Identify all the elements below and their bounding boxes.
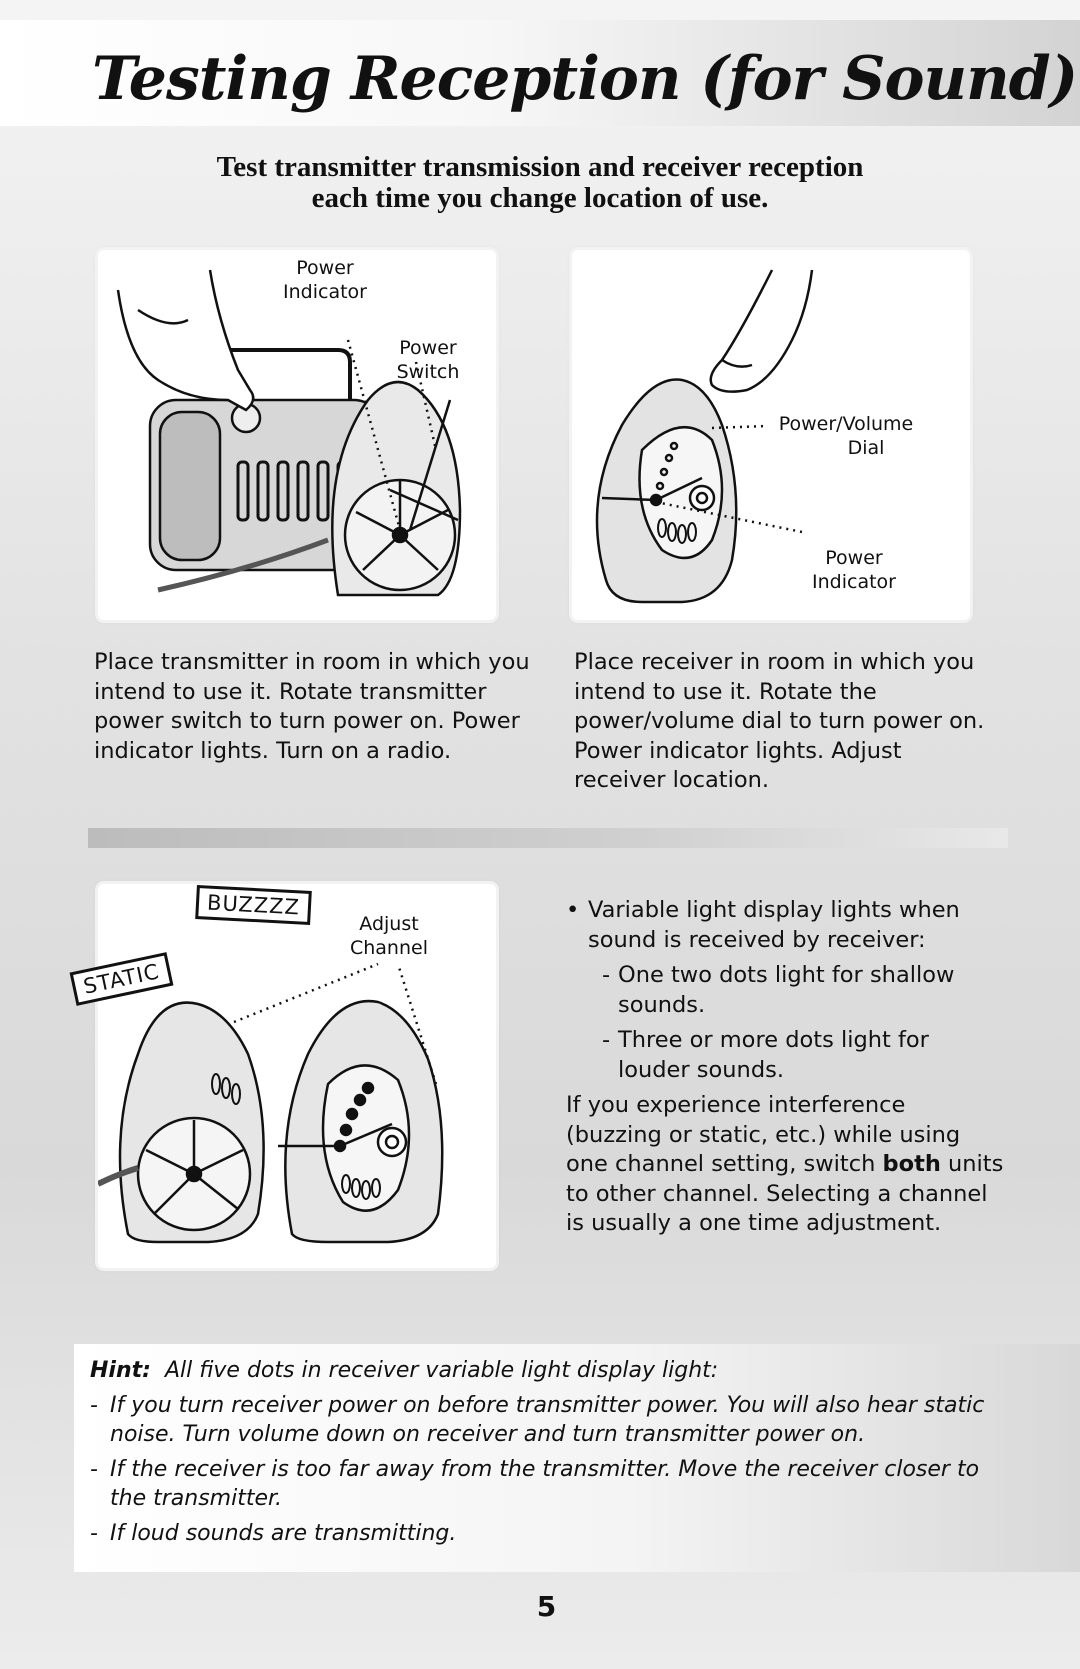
hint-item-text: If the receiver is too far away from the… (110, 1457, 980, 1511)
sub-item-text: One two dots light for shallow sounds. (618, 962, 955, 1018)
bullet-mark: • (566, 897, 580, 923)
hint-box (74, 1344, 1080, 1572)
callout-line: Indicator (283, 281, 367, 303)
page-title: Testing Reception (for Sound) (92, 44, 1078, 114)
buzz-tag: BUZZZZ (195, 885, 312, 925)
callout-line: Indicator (812, 571, 896, 593)
power-switch-callout: Power Switch (378, 336, 478, 384)
power-indicator-callout-2: Power Indicator (794, 546, 914, 594)
receiver-drawing (595, 269, 814, 604)
dash-mark: - (90, 1393, 98, 1418)
callout-line: Dial (847, 437, 885, 459)
callout-line: Channel (349, 937, 428, 959)
dash-mark: - (602, 962, 611, 988)
hint-intro: All five dots in receiver variable light… (164, 1358, 719, 1383)
emphasis-both: both (882, 1151, 941, 1177)
power-indicator-callout: Power Indicator (270, 256, 380, 304)
power-volume-dial-callout: Power/Volume Dial (766, 412, 926, 460)
subtitle-line-2: each time you change location of use. (311, 182, 769, 214)
section-divider (88, 828, 1008, 848)
hint-item: - If the receiver is too far away from t… (90, 1455, 1020, 1513)
callout-line: Power (296, 257, 354, 279)
dash-mark: - (90, 1457, 98, 1482)
dash-mark: - (90, 1521, 98, 1546)
hint-label: Hint: (90, 1358, 151, 1383)
page-subtitle: Test transmitter transmission and receiv… (0, 152, 1080, 214)
callout-line: Adjust (359, 913, 419, 935)
hint-item: - If you turn receiver power on before t… (90, 1391, 1020, 1449)
hint-item: - If loud sounds are transmitting. (90, 1519, 1020, 1548)
receiver-caption: Place receiver in room in which you inte… (574, 649, 985, 793)
hint-item-text: If you turn receiver power on before tra… (110, 1393, 985, 1447)
adjust-channel-callout: Adjust Channel (334, 912, 444, 960)
channel-drawing (98, 962, 444, 1244)
receiver-illustration: Power/Volume Dial Power Indicator (572, 250, 970, 620)
hint-content: Hint: All five dots in receiver variable… (90, 1356, 1020, 1548)
interference-paragraph: If you experience interference (buzzing … (566, 1091, 1006, 1239)
transmitter-illustration: Power Indicator Power Switch (98, 250, 496, 620)
transmitter-drawing (116, 269, 462, 597)
callout-line: Power/Volume (778, 413, 914, 435)
paragraph-text: units to other channel. Selecting a chan… (566, 1151, 1004, 1236)
hint-item-text: If loud sounds are transmitting. (110, 1521, 457, 1546)
callout-line: Power (825, 547, 883, 569)
title-band (0, 20, 1080, 126)
dash-mark: - (602, 1027, 611, 1053)
bullet-item: • Variable light display lights when sou… (566, 896, 1006, 955)
hint-intro-line: Hint: All five dots in receiver variable… (90, 1356, 1020, 1385)
sub-item: - Three or more dots light for louder so… (602, 1026, 1006, 1085)
channel-illustration: Adjust Channel (98, 884, 496, 1268)
callout-line: Power (399, 337, 457, 359)
paragraph-text: If you experience interference (buzzing … (566, 1092, 961, 1177)
bullet-text: Variable light display lights when sound… (588, 897, 960, 953)
transmitter-caption: Place transmitter in room in which you i… (94, 649, 530, 764)
page-number: 5 (536, 1590, 557, 1623)
callout-line: Switch (396, 361, 460, 383)
subtitle-line-1: Test transmitter transmission and receiv… (216, 151, 864, 183)
display-info: • Variable light display lights when sou… (566, 896, 1006, 1239)
sub-item-text: Three or more dots light for louder soun… (618, 1027, 929, 1083)
sub-item: - One two dots light for shallow sounds. (602, 961, 1006, 1020)
